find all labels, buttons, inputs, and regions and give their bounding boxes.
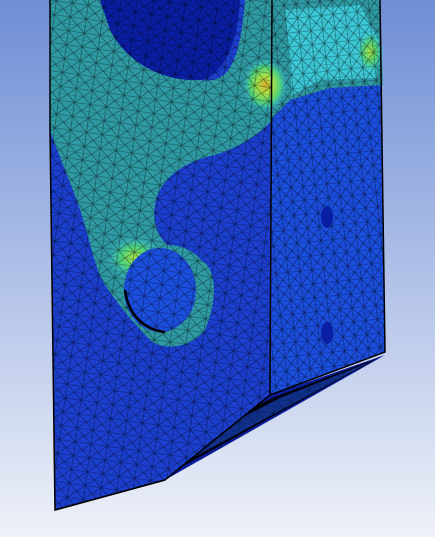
front-face (50, 0, 287, 510)
bolt-hole-upper (321, 206, 333, 228)
right-face (270, 0, 385, 395)
model-edges (49, 0, 386, 511)
bolt-hole-lower (321, 322, 333, 344)
